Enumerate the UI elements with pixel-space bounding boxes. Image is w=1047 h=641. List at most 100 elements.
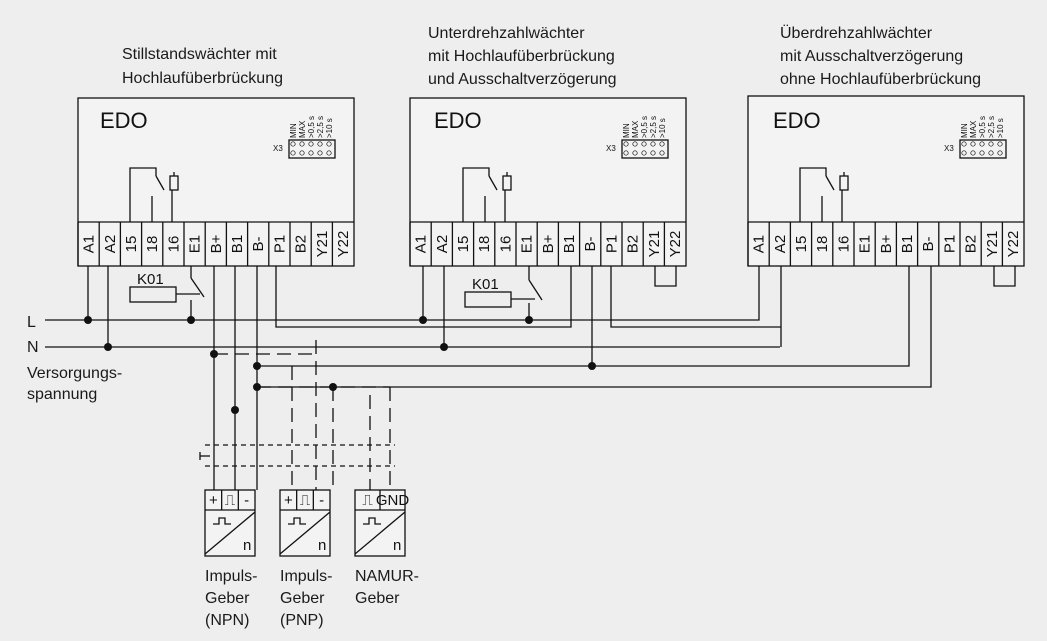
module-3-terminal-8[interactable]: B- <box>920 236 937 251</box>
module-3-terminal-9[interactable]: P1 <box>941 235 958 253</box>
dip-prefix: X3 <box>944 144 954 153</box>
sensor-1-terminal-1: ⎍ <box>225 492 236 509</box>
module-2-brand: EDO <box>434 108 482 133</box>
sensor-1-terminal-2: - <box>244 492 249 509</box>
module-2-terminal-4[interactable]: 16 <box>497 236 514 253</box>
module-1-terminal-8[interactable]: B- <box>250 236 267 251</box>
module-1-terminal-7[interactable]: B1 <box>229 235 246 253</box>
module-2-terminal-8[interactable]: B- <box>582 236 599 251</box>
module-1-terminal-9[interactable]: P1 <box>271 235 288 253</box>
pulse-icon <box>288 517 306 525</box>
module-2-terminal-9[interactable]: P1 <box>603 235 620 253</box>
module-3-terminal-5[interactable]: E1 <box>857 235 874 253</box>
sensor-wiring <box>199 340 395 490</box>
junction-dot-4 <box>231 406 239 414</box>
junction-dot-6 <box>253 383 261 391</box>
module-3-terminal-4[interactable]: 16 <box>835 236 852 253</box>
module-1-terminal-6[interactable]: B+ <box>208 234 225 253</box>
module-1-terminal-11[interactable]: Y21 <box>314 231 331 258</box>
dip-label-4: >10 s <box>325 118 334 138</box>
module-2-terminal-1[interactable]: A2 <box>434 235 451 253</box>
line-L-label: L <box>27 314 36 331</box>
module-2-k01-coil <box>464 291 512 308</box>
module-1-terminal-0[interactable]: A1 <box>81 235 98 253</box>
module-2-terminal-3[interactable]: 18 <box>476 236 493 253</box>
module-3-terminal-11[interactable]: Y21 <box>984 231 1001 258</box>
sensor-3-n: n <box>393 537 401 554</box>
module-1-terminal-10[interactable]: B2 <box>293 235 310 253</box>
sensor-2-terminal-2: - <box>319 492 324 509</box>
supply-label-line-2: spannung <box>27 386 97 403</box>
module-1-brand: EDO <box>100 108 148 133</box>
module-3-terminal-1[interactable]: A2 <box>772 235 789 253</box>
module-3-terminal-3[interactable]: 18 <box>814 236 831 253</box>
module-3-terminal-12[interactable]: Y22 <box>1005 231 1022 258</box>
pulse-icon <box>363 517 381 525</box>
module-1-terminal-1[interactable]: A2 <box>102 235 119 253</box>
module-1-k01-coil <box>129 286 177 303</box>
dip-label-3: >2,5 s <box>316 116 325 138</box>
module-3-terminal-6[interactable]: B+ <box>878 234 895 253</box>
module-3-wiring <box>257 266 1016 388</box>
sensor-2-caption-line-1: Impuls- <box>280 568 332 585</box>
dip-label-3: >2,5 s <box>649 116 658 138</box>
dip-label-0: MIN <box>960 123 969 138</box>
junction-dot-9 <box>440 343 448 351</box>
junction-dot-10 <box>525 316 533 324</box>
module-1-terminal-4[interactable]: 16 <box>165 236 182 253</box>
sensor-1-caption-line-3: (NPN) <box>205 612 249 629</box>
module-3-terminal-2[interactable]: 15 <box>793 236 810 253</box>
module-1-terminal-12[interactable]: Y22 <box>335 231 352 258</box>
sensor-1-caption-line-1: Impuls- <box>205 568 257 585</box>
module-2-terminal-12[interactable]: Y22 <box>667 231 684 258</box>
module-2-terminal-10[interactable]: B2 <box>625 235 642 253</box>
module-2-terminal-6[interactable]: B+ <box>540 234 557 253</box>
module-3-brand: EDO <box>773 108 821 133</box>
sensor-2-terminal-1: ⎍ <box>300 492 311 509</box>
module-2-terminal-11[interactable]: Y21 <box>646 231 663 258</box>
module-3-terminal-10[interactable]: B2 <box>963 235 980 253</box>
sensor-3-terminal-0: ⎍ <box>362 492 373 509</box>
pulse-icon <box>213 517 231 525</box>
module-2-terminal-7[interactable]: B1 <box>561 235 578 253</box>
module-2-title-line-1: Unterdrehzahlwächter <box>428 25 585 42</box>
module-1-housing <box>77 97 355 267</box>
module-3-title: Überdrehzahlwächter mit Ausschaltverzöge… <box>780 24 981 88</box>
junction-dot-3 <box>210 350 218 358</box>
module-1-terminal-5[interactable]: E1 <box>187 235 204 253</box>
module-2-terminal-5[interactable]: E1 <box>519 235 536 253</box>
junction-dot-1 <box>104 343 112 351</box>
sensor-1-terminal-0: + <box>209 492 218 509</box>
sensor-2-n: n <box>318 537 326 554</box>
module-3-terminal-7[interactable]: B1 <box>899 235 916 253</box>
dip-label-0: MIN <box>622 123 631 138</box>
dip-label-2: >0,5 s <box>307 116 316 138</box>
module-2-relay-symbol <box>462 167 512 222</box>
module-1-relay-symbol <box>129 167 179 222</box>
module-1-box: EDO <box>77 97 355 267</box>
module-1-terminal-2[interactable]: 15 <box>123 236 140 253</box>
line-N-label: N <box>27 339 39 356</box>
module-3-box: EDO <box>747 95 1025 267</box>
module-2-terminal-2[interactable]: 15 <box>455 236 472 253</box>
dip-prefix: X3 <box>606 144 616 153</box>
module-1-terminal-3[interactable]: 18 <box>144 236 161 253</box>
module-1-title-line-1: Stillstandswächter mit <box>122 46 277 63</box>
module-2-k01-label: K01 <box>472 276 499 293</box>
module-3-terminal-0[interactable]: A1 <box>751 235 768 253</box>
dip-label-1: MAX <box>969 120 978 138</box>
sensor-2-caption-line-2: Geber <box>280 590 325 607</box>
module-2-box: EDO <box>409 97 687 267</box>
module-2-wiring: K01 <box>422 266 781 366</box>
module-2-terminal-0[interactable]: A1 <box>413 235 430 253</box>
